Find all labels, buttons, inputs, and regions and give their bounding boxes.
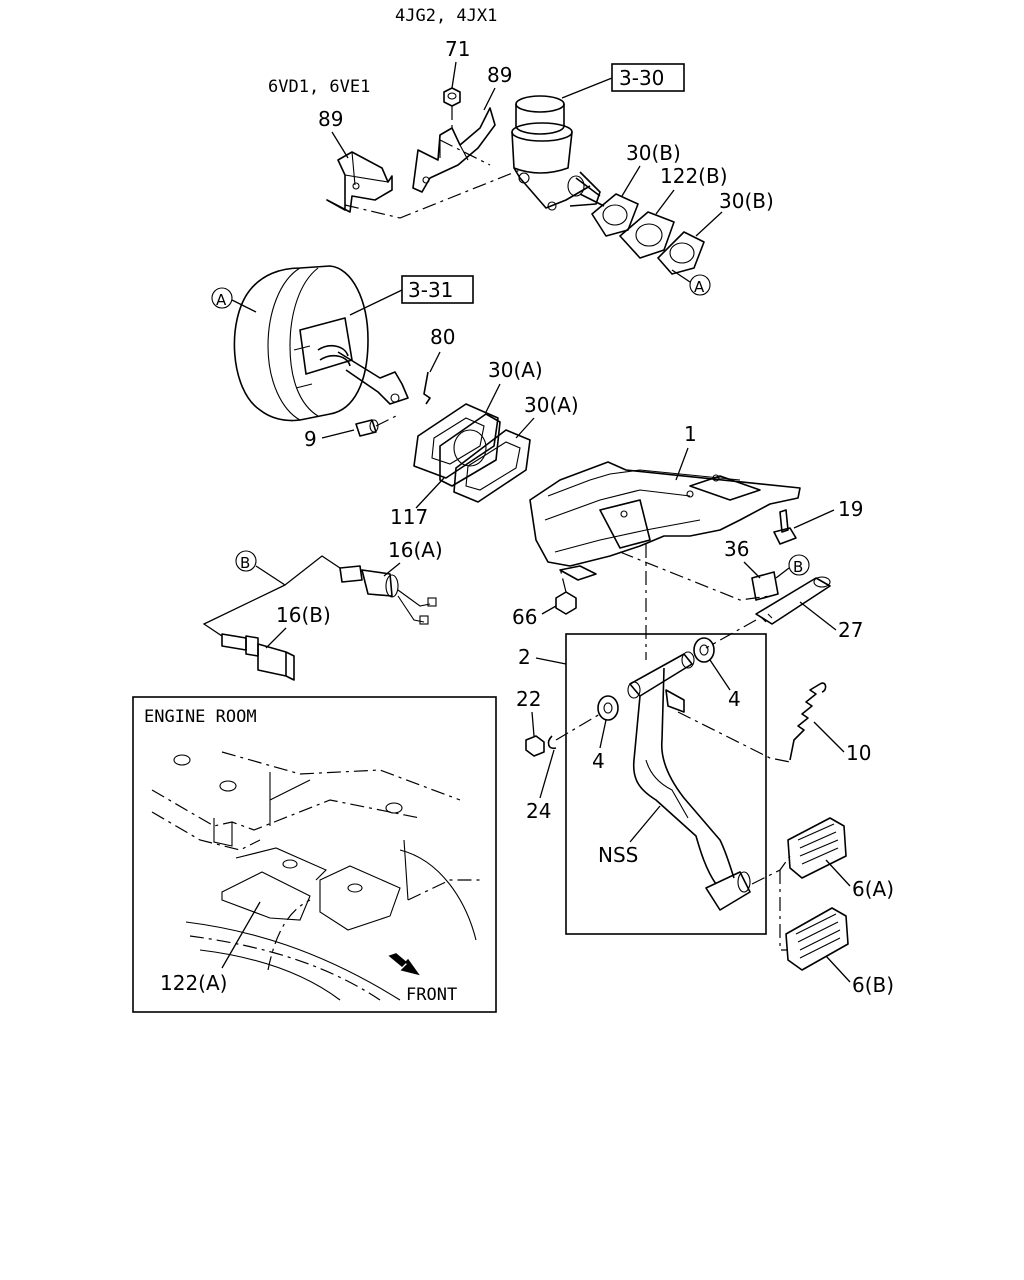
label-80: 80 — [430, 325, 455, 349]
label-4-right: 4 — [728, 687, 741, 711]
pedal-pad-6a — [787, 817, 847, 879]
gasket-30a-2 — [453, 429, 531, 503]
marker-b-left: B — [235, 550, 257, 572]
label-6a: 6(A) — [852, 877, 894, 901]
marker-a-right: A — [689, 274, 711, 296]
brake-booster — [233, 265, 409, 422]
pivot-shaft-27 — [755, 576, 831, 625]
label-1: 1 — [684, 422, 697, 446]
svg-text:3-31: 3-31 — [408, 278, 453, 302]
stop-switch-16a — [339, 565, 437, 625]
label-6b: 6(B) — [852, 973, 894, 997]
marker-b-right: B — [788, 554, 810, 576]
nut-22 — [525, 735, 545, 757]
label-16b: 16(B) — [276, 603, 331, 627]
label-24: 24 — [526, 799, 551, 823]
front-arrow-icon — [388, 953, 420, 976]
label-19: 19 — [838, 497, 863, 521]
ref-box-3-30[interactable]: 3-30 — [611, 63, 685, 92]
label-22: 22 — [516, 687, 541, 711]
spacer-117 — [439, 413, 501, 487]
pedal-bracket-1 — [529, 461, 801, 581]
label-30a-1: 30(A) — [488, 358, 543, 382]
inset-title: ENGINE ROOM — [144, 707, 257, 727]
label-36: 36 — [724, 537, 749, 561]
label-122b: 122(B) — [660, 164, 728, 188]
svg-text:A: A — [694, 278, 705, 296]
bolt-19 — [773, 509, 797, 545]
engine-codes-top: 4JG2, 4JX1 — [395, 6, 497, 26]
clevis-pin-9 — [355, 419, 379, 437]
label-117: 117 — [390, 505, 428, 529]
marker-a-left: A — [211, 287, 233, 309]
label-2: 2 — [518, 645, 531, 669]
label-16a: 16(A) — [388, 538, 443, 562]
inset-front-label: FRONT — [406, 985, 457, 1005]
pedal-group-box — [565, 633, 767, 935]
bracket-89-left — [326, 151, 393, 213]
svg-text:B: B — [793, 558, 803, 576]
label-30b-1: 30(B) — [626, 141, 681, 165]
engine-codes-left: 6VD1, 6VE1 — [268, 77, 370, 97]
label-89-left: 89 — [318, 107, 343, 131]
gasket-30a-1 — [413, 403, 499, 479]
label-66: 66 — [512, 605, 537, 629]
label-4-left: 4 — [592, 749, 605, 773]
master-cylinder — [511, 95, 605, 211]
label-27: 27 — [838, 618, 863, 642]
engine-room-sketch — [151, 751, 480, 1001]
svg-text:B: B — [240, 554, 250, 572]
gasket-30b-1 — [591, 193, 639, 237]
svg-text:3-30: 3-30 — [619, 66, 664, 90]
clip-36 — [751, 571, 779, 601]
plate-122b — [619, 211, 675, 259]
bracket-89-right — [412, 107, 496, 193]
clip-80 — [423, 371, 431, 405]
gasket-30b-2 — [657, 231, 705, 275]
label-30a-2: 30(A) — [524, 393, 579, 417]
nut-66 — [555, 591, 577, 615]
pedal-pad-6b — [785, 907, 849, 971]
label-30b-2: 30(B) — [719, 189, 774, 213]
bushing-4-left — [597, 695, 619, 721]
nut-71 — [443, 87, 461, 107]
svg-text:A: A — [216, 291, 227, 309]
stop-switch-16b — [221, 633, 295, 681]
label-71: 71 — [445, 37, 470, 61]
brake-pedal-arm — [627, 651, 751, 911]
label-9: 9 — [304, 427, 317, 451]
bushing-4-right — [693, 637, 715, 663]
inset-label-122a: 122(A) — [160, 971, 227, 995]
return-spring-10 — [789, 682, 827, 761]
engine-room-inset — [132, 696, 497, 1013]
ref-box-3-31[interactable]: 3-31 — [401, 275, 474, 304]
label-89-right: 89 — [487, 63, 512, 87]
clip-24 — [547, 735, 557, 750]
label-nss: NSS — [598, 843, 638, 867]
label-10: 10 — [846, 741, 871, 765]
